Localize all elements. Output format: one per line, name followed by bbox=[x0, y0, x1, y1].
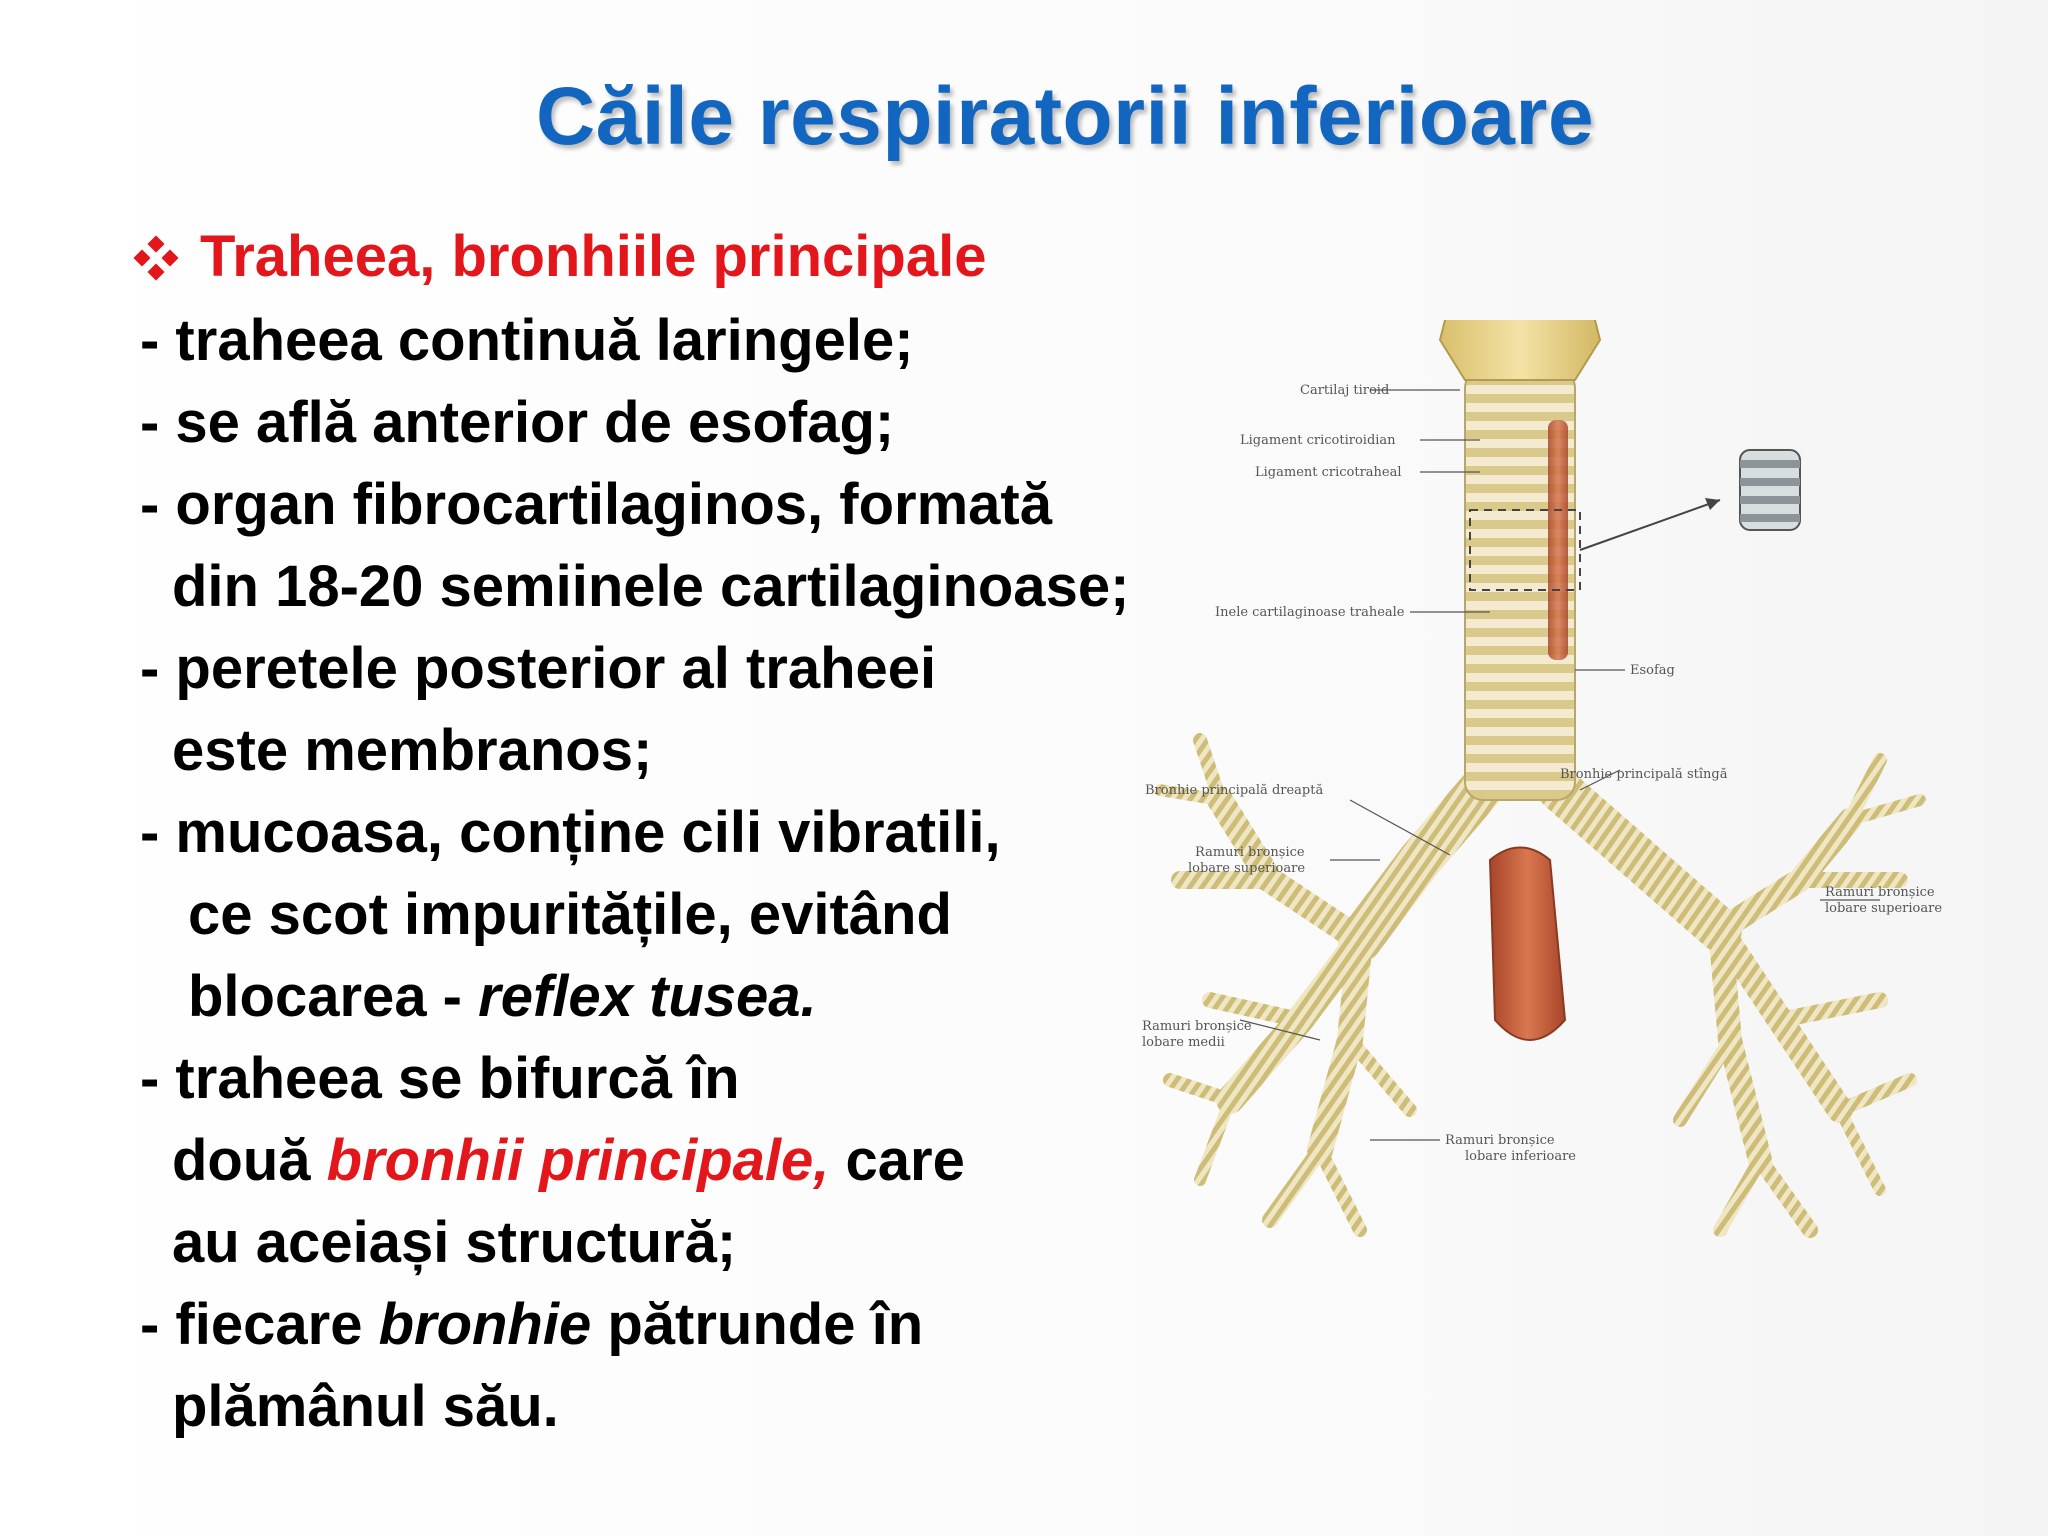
bronchial-tree bbox=[1154, 733, 1926, 1238]
text-segment: blocarea - bbox=[188, 964, 479, 1029]
label-bronhie-stinga: Bronhie principală stîngă bbox=[1560, 767, 1728, 782]
text-line: blocarea - reflex tusea. bbox=[188, 968, 817, 1026]
section-heading: Traheea, bronhiile principale bbox=[200, 224, 987, 289]
diamond-bullet-icon bbox=[130, 232, 182, 284]
text-segment: pătrunde în bbox=[591, 1292, 924, 1357]
text-line: - traheea se bifurcă în bbox=[140, 1046, 740, 1111]
text-line: - organ fibrocartilaginos, formată bbox=[140, 472, 1052, 537]
label-inele-cartilaginoase: Inele cartilaginoase traheale bbox=[1215, 605, 1405, 620]
text-segment-italic: reflex tusea. bbox=[478, 964, 817, 1029]
label-ramuri-sup-stinga: Ramuri bronșice bbox=[1825, 885, 1935, 900]
ring-detail bbox=[1739, 449, 1801, 531]
label-ligament-cricotiroidian: Ligament cricotiroidian bbox=[1240, 433, 1396, 448]
slide-title: Căile respiratorii inferioare bbox=[535, 71, 1595, 162]
text-line: - traheea continuă laringele; bbox=[140, 308, 914, 373]
text-line: două bronhii principale, care bbox=[172, 1132, 965, 1190]
text-line: au aceiași structură; bbox=[172, 1210, 737, 1275]
label-cartilaj-tiroid: Cartilaj tiroid bbox=[1300, 383, 1389, 398]
text-segment: care bbox=[829, 1128, 965, 1193]
label-esofag: Esofag bbox=[1630, 663, 1675, 678]
text-segment-highlight: bronhii principale, bbox=[326, 1128, 830, 1193]
label-ramuri-sup-dreapta: Ramuri bronșice bbox=[1195, 845, 1305, 860]
esophagus bbox=[1488, 846, 1567, 1041]
text-segment: două bbox=[172, 1128, 327, 1193]
esophagus-strip bbox=[1548, 420, 1568, 660]
text-line: este membranos; bbox=[172, 718, 653, 783]
label-ramuri-inferioare: Ramuri bronșice bbox=[1445, 1133, 1555, 1148]
text-line: plămânul său. bbox=[172, 1374, 559, 1439]
text-line: - se află anterior de esofag; bbox=[140, 390, 895, 455]
label-ramuri-inferioare-2: lobare inferioare bbox=[1465, 1149, 1576, 1164]
label-ligament-cricotraheal: Ligament cricotraheal bbox=[1255, 465, 1402, 480]
text-line: - peretele posterior al traheei bbox=[140, 636, 937, 701]
trachea-bronchi-illustration: Cartilaj tiroid Ligament cricotiroidian … bbox=[1142, 320, 1942, 1238]
text-line: - fiecare bronhie pătrunde în bbox=[140, 1296, 923, 1354]
label-ramuri-medii: Ramuri bronșice bbox=[1142, 1019, 1252, 1034]
text-line: ce scot impuritățile, evitând bbox=[188, 882, 952, 947]
text-segment-italic: bronhie bbox=[378, 1292, 592, 1357]
label-ramuri-medii-2: lobare medii bbox=[1142, 1035, 1225, 1050]
text-line: din 18-20 semiinele cartilaginoase; bbox=[172, 554, 1130, 619]
label-ramuri-sup-stinga-2: lobare superioare bbox=[1825, 901, 1942, 916]
thyroid-cartilage bbox=[1438, 320, 1602, 381]
label-ramuri-sup-dreapta-2: lobare superioare bbox=[1188, 861, 1305, 876]
text-line: - mucoasa, conține cili vibratili, bbox=[140, 800, 1001, 865]
text-segment: - fiecare bbox=[140, 1292, 379, 1357]
label-bronhie-dreapta: Bronhie principală dreaptă bbox=[1145, 783, 1323, 798]
